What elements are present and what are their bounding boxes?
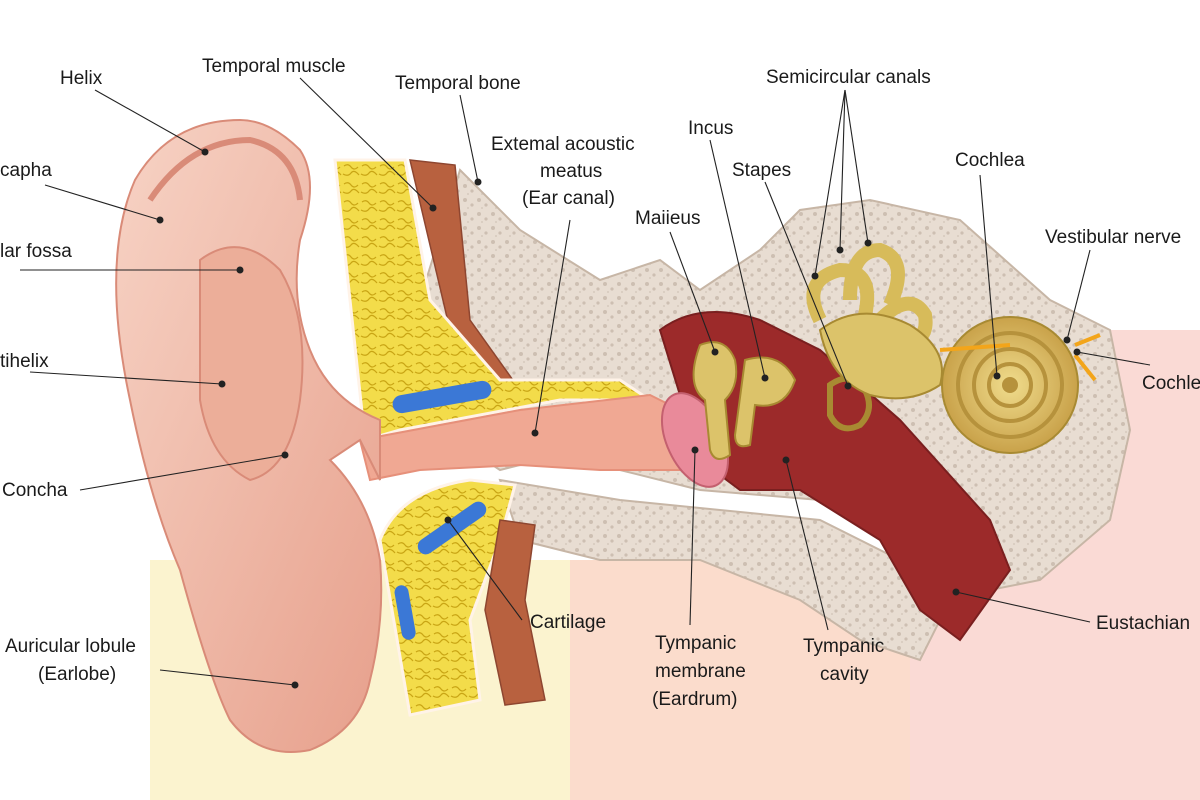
label-incus: Incus (688, 118, 733, 139)
label-antihelix: tihelix (0, 351, 49, 372)
vestibule-shape (818, 312, 943, 400)
malleus-shape (692, 341, 738, 460)
vessel-low (394, 585, 416, 640)
concha-bowl (199, 246, 304, 482)
label-cochlear-nerve: Cochle (1142, 373, 1200, 394)
label-auricular-lobule: Auricular lobule (5, 636, 136, 657)
label-external-meatus-3: (Ear canal) (522, 188, 615, 209)
label-semicircular-canals: Semicircular canals (766, 67, 931, 88)
label-earlobe: (Earlobe) (38, 664, 116, 685)
lower-muscle-strip (484, 519, 546, 706)
label-malleus: Maiieus (635, 208, 700, 229)
leader-lines (20, 77, 1151, 689)
helix-rim (147, 136, 303, 202)
nerves (939, 333, 1101, 382)
label-tympanic-cavity-2: cavity (820, 664, 869, 685)
ossicles (692, 341, 872, 460)
ear-canal (358, 393, 702, 482)
vessel-upper (392, 380, 492, 414)
labels: Helix capha lar fossa tihelix Concha Aur… (0, 56, 1200, 710)
label-tympanic-membrane-1: Tympanic (655, 633, 736, 654)
label-cartilage: Cartilage (530, 612, 606, 633)
lower-cartilage (378, 478, 517, 717)
lower-bone-band (498, 478, 942, 662)
incus-shape (733, 356, 797, 448)
label-scapha: capha (0, 160, 52, 181)
label-triangular-fossa: lar fossa (0, 241, 72, 262)
label-external-meatus-1: Extemal acoustic (491, 134, 635, 155)
label-eustachian-tube: Eustachian (1096, 613, 1190, 634)
label-temporal-bone: Temporal bone (395, 73, 521, 94)
vessel-mid (417, 501, 487, 555)
label-tympanic-membrane-2: membrane (655, 661, 746, 682)
label-vestibular-nerve: Vestibular nerve (1045, 227, 1181, 248)
label-external-meatus-2: meatus (540, 161, 602, 182)
cochlea-shape (941, 316, 1079, 454)
label-helix: Helix (60, 68, 103, 89)
label-concha: Concha (2, 480, 68, 501)
label-tympanic-membrane-3: (Eardrum) (652, 689, 738, 710)
label-tympanic-cavity-1: Tympanic (803, 636, 884, 657)
label-cochlea: Cochlea (955, 150, 1025, 171)
label-temporal-muscle: Temporal muscle (202, 56, 346, 77)
label-stapes: Stapes (732, 160, 791, 181)
